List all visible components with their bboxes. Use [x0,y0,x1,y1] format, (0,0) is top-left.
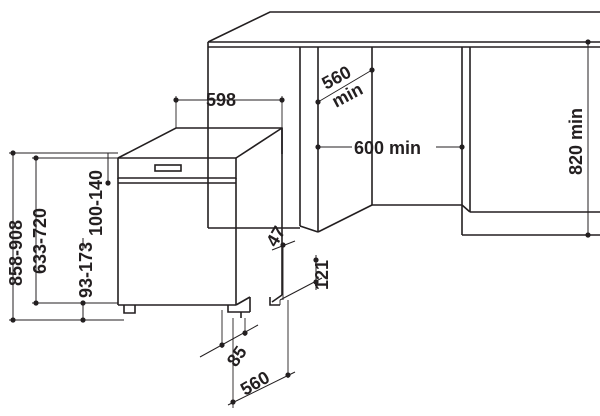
dimension-560-base [227,300,296,408]
dimension-47 [271,240,296,300]
dimension-858-908 [9,150,124,323]
label-858-908: 858-908 [6,220,26,286]
label-121: 121 [312,260,332,290]
dimension-100-140 [105,153,111,186]
dimension-85 [199,310,259,358]
kitchen-cabinet-niche [207,11,600,236]
label-633-720: 633-720 [30,208,50,274]
dimension-121 [279,255,323,305]
label-598: 598 [206,90,236,110]
dimension-560-min [315,67,375,105]
label-93-173: 93-173 [76,242,96,298]
dimension-600-min [315,144,465,150]
label-820-min: 820 min [566,108,586,175]
dishwasher-body [117,127,283,318]
dimension-820-min [585,39,591,238]
label-560-base: 560 [237,367,273,399]
label-85: 85 [223,342,251,370]
dimension-598 [173,96,285,128]
dimension-93-173 [78,238,118,323]
label-100-140: 100-140 [86,170,106,236]
control-display [154,164,182,172]
label-600-min: 600 min [354,138,421,158]
